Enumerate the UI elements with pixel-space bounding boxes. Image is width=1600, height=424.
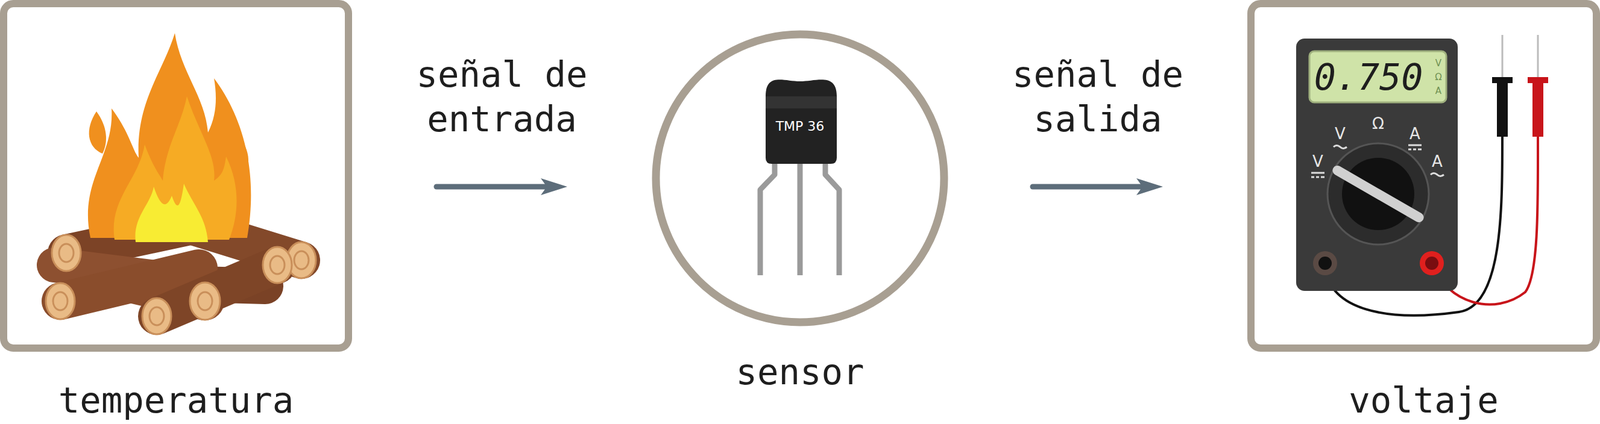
signal-arrow xyxy=(436,178,568,196)
display-unit: A xyxy=(1435,86,1442,96)
display-reading: 0.750 xyxy=(1314,59,1424,96)
dial-mode: A xyxy=(1409,125,1421,142)
signal-arrow xyxy=(1032,178,1163,196)
node-caption: temperatura xyxy=(0,379,353,423)
dial-mode: Ω xyxy=(1372,115,1385,132)
display-unit: V xyxy=(1435,59,1442,69)
signal-label: señal de salida xyxy=(1001,52,1195,142)
sensor-chip xyxy=(760,79,840,276)
dial-mode: V xyxy=(1334,125,1346,142)
box-outline xyxy=(1247,0,1600,353)
dial-mode: V xyxy=(1312,153,1324,170)
panel-node: temperatura xyxy=(0,0,353,424)
node-caption: voltaje xyxy=(1247,379,1600,423)
sensor-node: sensor xyxy=(651,30,949,404)
box-outline xyxy=(0,0,353,353)
panel-node: voltaje xyxy=(1247,0,1600,424)
multimeter xyxy=(1296,34,1549,316)
part-number: TMP 36 xyxy=(775,119,825,134)
node-caption: sensor xyxy=(651,351,949,394)
signal-label: señal de entrada xyxy=(405,52,599,142)
circle-outline xyxy=(651,30,949,327)
dial-mode: A xyxy=(1431,153,1443,170)
campfire xyxy=(45,33,316,335)
display-unit: Ω xyxy=(1434,72,1442,82)
